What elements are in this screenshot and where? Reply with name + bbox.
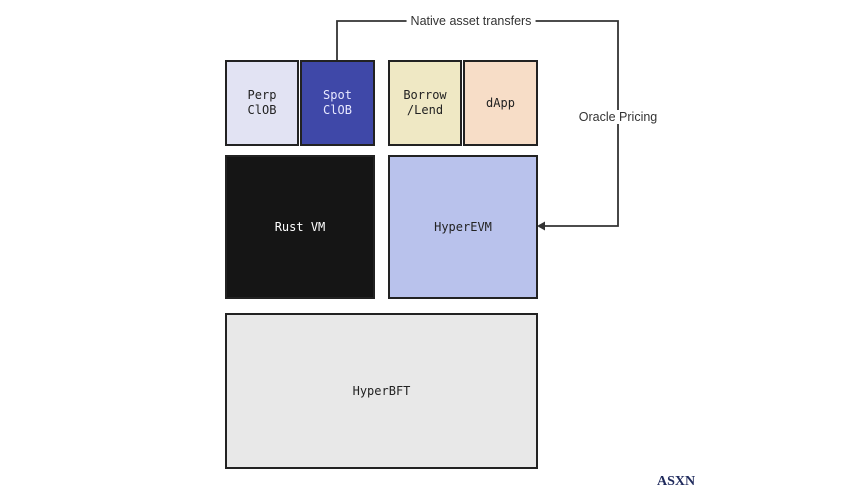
hyperbft-box: HyperBFT [225,313,538,469]
native-transfer-line [336,20,619,227]
borrow-lend-box: Borrow /Lend [388,60,462,146]
hyperevm-box: HyperEVM [388,155,538,299]
asxn-logo: ASXN [657,474,696,489]
perp-clob-box: Perp ClOB [225,60,299,146]
oracle-pricing-label: Oracle Pricing [574,110,662,124]
native-asset-transfers-label: Native asset transfers [406,14,536,28]
spot-clob-box: Spot ClOB [300,60,375,146]
arrowhead-icon [537,221,545,231]
dapp-box: dApp [463,60,538,146]
rust-vm-box: Rust VM [225,155,375,299]
